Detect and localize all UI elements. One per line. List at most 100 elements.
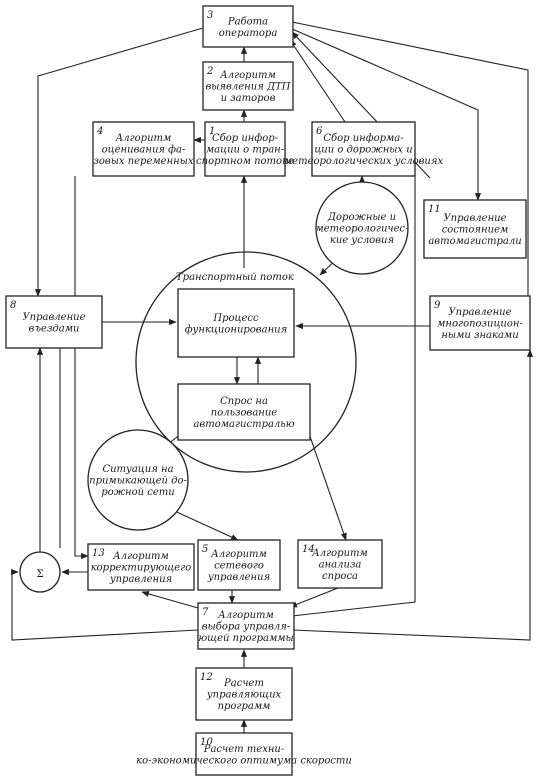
node-frame xyxy=(177,383,311,441)
node-label-line: Управление xyxy=(448,307,511,318)
node-label-line: и заторов xyxy=(221,93,276,104)
node-label-line: оператора xyxy=(219,28,278,39)
node-frame xyxy=(19,551,61,593)
node-label-line: состоянием xyxy=(442,225,509,236)
node-frame xyxy=(311,121,416,177)
node-number: 10 xyxy=(200,737,213,748)
transport-flow-label: Транспортный поток xyxy=(176,272,294,283)
node-frame xyxy=(204,121,286,177)
node-label-line: Алгоритм xyxy=(112,551,169,562)
node-number: 14 xyxy=(302,544,315,555)
node-label-line: спортном потоке xyxy=(196,156,294,167)
node-label-line: примыкающей до- xyxy=(89,476,187,487)
node-label-line: функционирования xyxy=(185,324,288,335)
node-label-line: Алгоритм xyxy=(210,549,267,560)
node-label-line: метеорологичес- xyxy=(315,224,409,235)
node-label-line: автомагистрали xyxy=(428,236,521,247)
node-label-line: Управление xyxy=(443,213,506,224)
node-label-line: Управление xyxy=(22,312,85,323)
node-number: 3 xyxy=(207,10,213,21)
node-frame xyxy=(202,5,294,48)
node-number: 11 xyxy=(428,204,441,215)
node-frame xyxy=(177,288,295,358)
node-label-line: автомагистралью xyxy=(193,419,294,430)
node-number: 6 xyxy=(316,126,323,137)
node-frame xyxy=(195,667,293,721)
node-frame xyxy=(197,602,295,650)
node-label-line: управляющих xyxy=(206,690,282,701)
node-label-line: Алгоритм xyxy=(217,610,274,621)
node-frame xyxy=(202,61,294,111)
node-label-line: сетевого xyxy=(214,561,264,572)
node-frame xyxy=(87,543,195,591)
node-number: 2 xyxy=(206,66,213,77)
node-label-line: Алгоритм xyxy=(219,70,276,81)
node-label-line: рожной сети xyxy=(101,487,174,498)
node-label-line: ющей программы xyxy=(198,633,293,644)
node-label-line: зовых переменных xyxy=(93,156,193,167)
node-label-line: выявления ДТП xyxy=(205,82,290,93)
node-label-line: Процесс xyxy=(212,313,259,324)
node-frame xyxy=(5,295,103,349)
node-label-line: мации о тран- xyxy=(206,145,285,156)
transport-flow-circle xyxy=(135,251,357,473)
node-label-line: Расчет xyxy=(223,678,264,689)
node-label-line: оценивания фа- xyxy=(102,145,186,156)
node-frame xyxy=(315,181,409,275)
node-label-line: управления xyxy=(109,574,172,585)
node-frame xyxy=(297,539,383,589)
node-frame xyxy=(429,295,531,351)
node-label-line: Алгоритм xyxy=(115,133,172,144)
node-frame xyxy=(195,732,293,776)
node-number: 7 xyxy=(202,607,209,618)
node-label-line: Сбор инфор- xyxy=(212,133,279,144)
node-label-line: пользование xyxy=(211,408,278,419)
node-label-line: ными знаками xyxy=(441,330,518,341)
node-label-line: ции о дорожных и xyxy=(314,145,412,156)
summation-node: Σ xyxy=(19,551,61,593)
node-number: 9 xyxy=(434,300,441,311)
node-number: 1 xyxy=(209,126,215,137)
node-label-line: Ситуация на xyxy=(102,464,173,475)
node-frame xyxy=(87,429,189,531)
node-label-line: Спрос на xyxy=(220,396,268,407)
node-label-line: Расчет техни- xyxy=(203,744,285,755)
node-frame xyxy=(423,199,527,259)
node-label-line: метеорологических условиях xyxy=(284,156,444,167)
node-label-line: въездами xyxy=(29,323,80,334)
node-label-line: Сбор информа- xyxy=(323,133,404,144)
node-label-line: Дорожные и xyxy=(327,212,396,223)
node-label-line: ко-экономического оптимума скорости xyxy=(136,755,352,766)
node-label-line: Работа xyxy=(227,16,268,27)
node-number: 12 xyxy=(200,672,213,683)
node-label-line: программ xyxy=(218,701,271,712)
node-frame xyxy=(197,539,281,591)
node-label-line: кие условия xyxy=(330,235,394,246)
node-label-line: анализа xyxy=(319,560,362,571)
node-label-line: многопозицион- xyxy=(437,319,523,330)
node-label-line: корректирующего xyxy=(91,563,192,574)
node-label-line: Алгоритм xyxy=(311,548,368,559)
node-label-line: управления xyxy=(207,572,270,583)
node-label-line: выбора управля- xyxy=(202,622,291,633)
